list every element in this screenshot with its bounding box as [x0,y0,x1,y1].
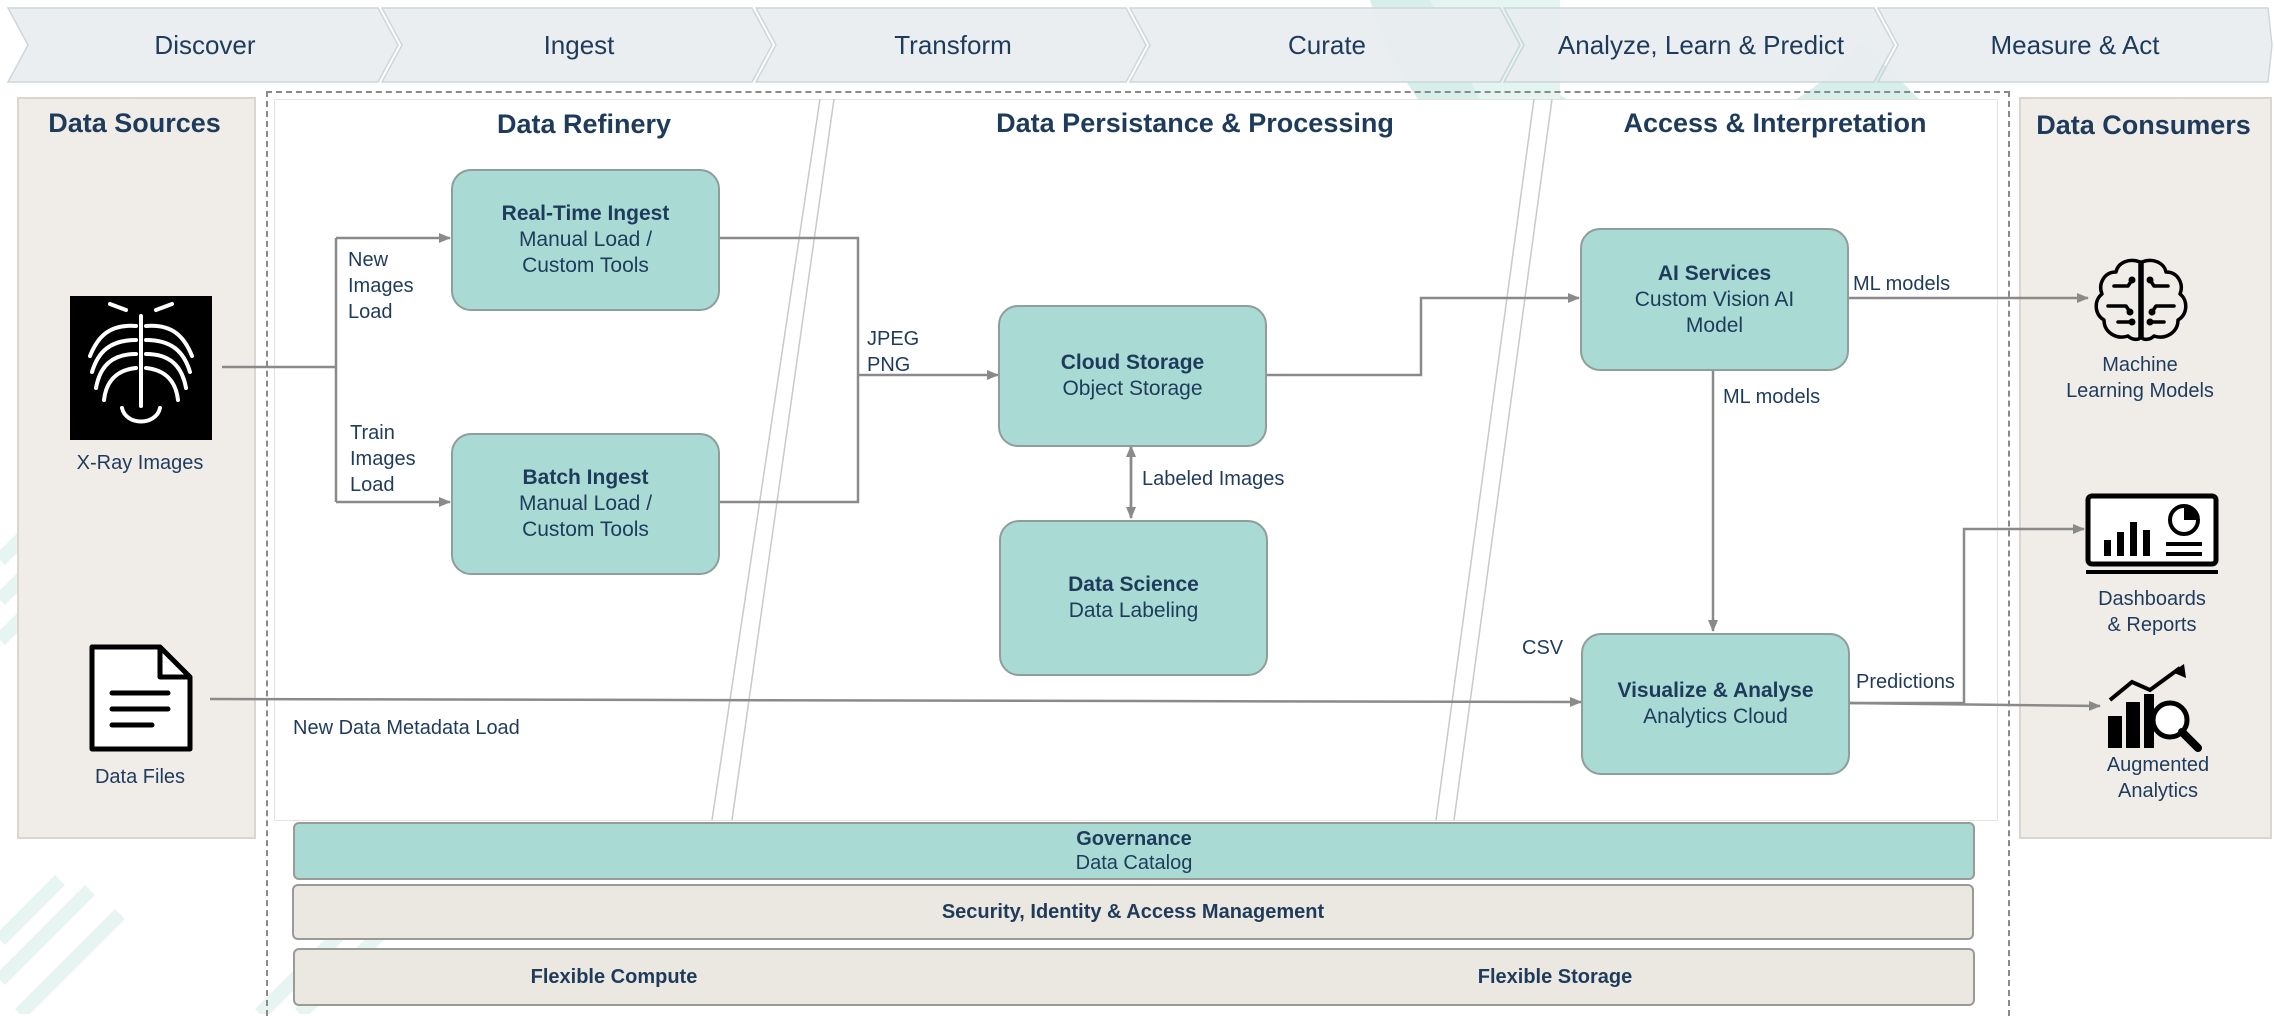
train-images-load-line1: Train [350,422,395,444]
xray-images-label: X-Ray Images [76,452,204,474]
metadata-load-label: New Data Metadata Load [293,717,520,739]
augmented-analytics-icon [2108,664,2202,752]
stage-curate: Curate [1287,29,1367,60]
governance-subtitle: Data Catalog [1075,852,1193,874]
predictions-label: Predictions [1856,671,1955,693]
xray-icon [70,296,212,440]
new-images-load-line3: Load [348,301,393,323]
batch-ingest-title: Batch Ingest [522,466,649,489]
stage-chevrons [6,7,2273,83]
data-science-title: Data Science [1068,573,1199,596]
document-icon [89,644,193,752]
stage-discover: Discover [154,29,256,60]
data-persistence-title: Data Persistance & Processing [996,108,1394,138]
batch-ingest-box: Batch Ingest Manual Load / Custom Tools [451,433,720,575]
real-time-ingest-line1: Manual Load / [518,228,653,251]
dashboard-icon [2085,493,2219,574]
ai-services-box: AI Services Custom Vision AI Model [1580,228,1849,371]
governance-title: Governance [1076,828,1192,850]
image-formats-label: JPEG PNG [867,326,919,378]
train-images-load-label: Train Images Load [350,420,416,498]
visualize-analyse-title: Visualize & Analyse [1617,679,1814,702]
real-time-ingest-title: Real-Time Ingest [501,202,670,225]
ai-services-title: AI Services [1657,261,1772,285]
data-science-line1: Data Labeling [1068,599,1199,622]
security-bar: Security, Identity & Access Management [292,884,1974,940]
real-time-ingest-box: Real-Time Ingest Manual Load / Custom To… [451,169,720,311]
data-sources-title: Data Sources [48,108,221,138]
batch-ingest-line2: Custom Tools [522,518,649,541]
visualize-analyse-line1: Analytics Cloud [1643,705,1788,728]
flexible-resources-bar: Flexible Compute Flexible Storage [293,948,1975,1006]
train-images-load-line3: Load [350,474,395,496]
machine-learning-models-label: Machine Learning Models [2040,352,2240,404]
stage-measure: Measure & Act [1990,29,2160,60]
ml-models-right-label: ML models [1853,273,1951,295]
format-png: PNG [867,354,911,376]
train-images-load-line2: Images [350,448,416,470]
ml-models-down-label: ML models [1723,386,1821,408]
batch-ingest-line1: Manual Load / [518,492,653,515]
visualize-analyse-box: Visualize & Analyse Analytics Cloud [1581,633,1850,775]
ai-services-line1: Custom Vision AI [1634,287,1795,311]
dashboards-reports-label: Dashboards & Reports [2052,586,2252,638]
governance-bar: Governance Data Catalog [293,822,1975,880]
cloud-storage-box: Cloud Storage Object Storage [998,305,1267,447]
new-images-load-line2: Images [348,275,414,297]
format-jpeg: JPEG [867,328,920,350]
ai-services-line2: Model [1685,313,1744,337]
real-time-ingest-line2: Custom Tools [522,254,649,277]
ml-label-line2: Learning Models [2066,380,2214,402]
labeled-images-label: Labeled Images [1142,468,1285,490]
cloud-storage-line1: Object Storage [1062,377,1203,400]
aug-label-line1: Augmented [2106,754,2210,776]
cloud-storage-title: Cloud Storage [1060,351,1205,374]
augmented-analytics-label: Augmented Analytics [2058,752,2258,804]
stage-transform: Transform [894,29,1012,60]
data-files-label: Data Files [94,766,186,788]
flexible-compute-label: Flexible Compute [530,965,698,988]
new-images-load-line1: New [348,249,389,271]
csv-label: CSV [1522,637,1564,659]
aug-label-line2: Analytics [2117,780,2199,802]
stage-analyze: Analyze, Learn & Predict [1557,29,1845,60]
access-interpretation-title: Access & Interpretation [1623,108,1927,138]
data-refinery-title: Data Refinery [496,109,672,139]
flexible-storage-label: Flexible Storage [1477,965,1633,988]
brain-icon [2094,258,2188,342]
data-science-box: Data Science Data Labeling [999,520,1268,676]
new-images-load-label: New Images Load [348,247,414,325]
data-consumers-title: Data Consumers [2036,110,2251,140]
dash-label-line2: & Reports [2107,614,2197,636]
dash-label-line1: Dashboards [2098,588,2206,610]
ml-label-line1: Machine [2102,354,2178,376]
stage-ingest: Ingest [543,29,615,60]
